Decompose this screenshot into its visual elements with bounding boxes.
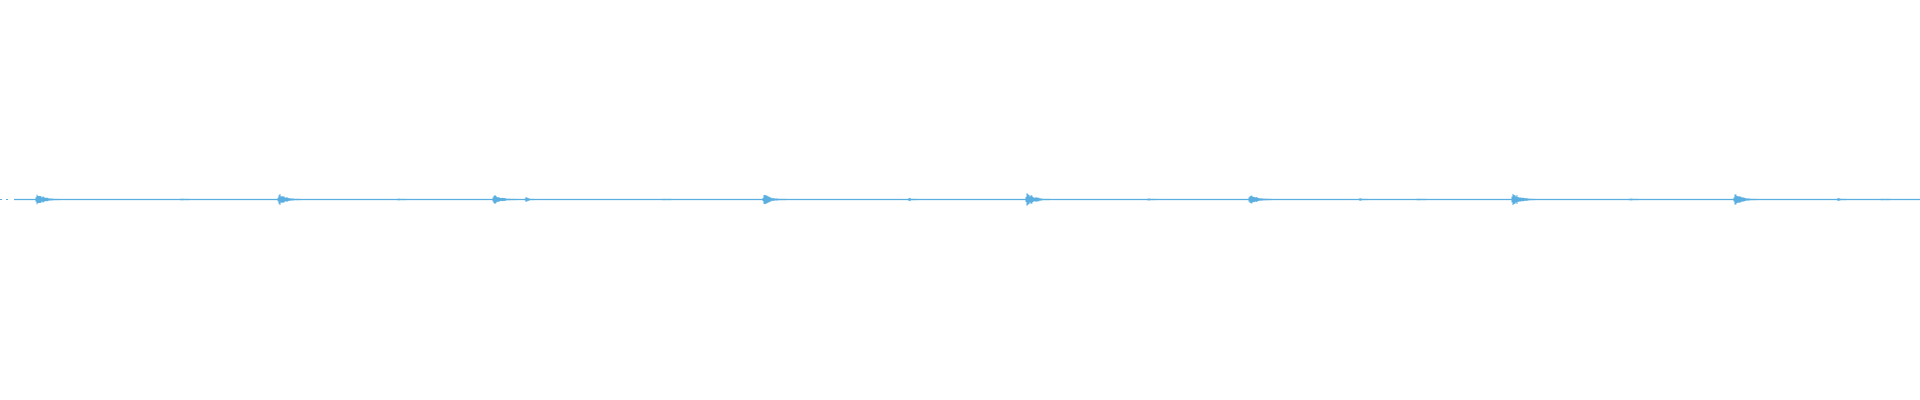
waveform-minor-peak — [661, 198, 672, 201]
waveform-minor-peak — [907, 197, 918, 202]
waveform-beat-peak — [1511, 193, 1536, 206]
waveform-beat-peak — [492, 195, 517, 204]
waveform-lead-dot — [0, 199, 2, 200]
waveform-minor-peak — [396, 198, 407, 201]
waveform-minor-peak — [1880, 198, 1891, 201]
waveform-beat-peak — [277, 194, 302, 205]
waveform-minor-peak — [179, 198, 190, 201]
waveform-minor-peaks — [179, 197, 1891, 202]
waveform-beat-peak — [35, 194, 60, 205]
waveform-minor-peak — [1628, 198, 1639, 201]
waveform-beat-peak — [1733, 194, 1758, 205]
waveform-beat-peak — [762, 194, 787, 205]
waveform-lead-dot — [6, 199, 8, 200]
waveform-minor-peak — [1358, 198, 1369, 201]
waveform-minor-peak — [1416, 198, 1427, 201]
waveform-minor-peak — [1836, 198, 1847, 201]
waveform-beat-peaks — [35, 193, 1758, 206]
waveform-minor-peak — [524, 197, 535, 202]
waveform-minor-peak — [1146, 198, 1157, 201]
waveform-beat-peak — [1248, 195, 1273, 204]
waveform-beat-peak — [1025, 193, 1050, 206]
